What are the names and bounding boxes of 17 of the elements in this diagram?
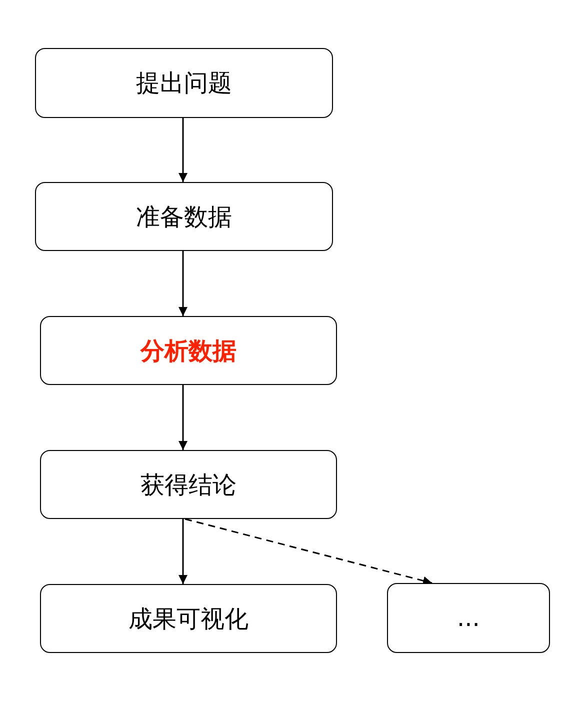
arrow (178, 385, 188, 450)
process-box (35, 48, 333, 118)
process-box (387, 583, 550, 653)
process-box (40, 450, 337, 519)
arrow (184, 518, 432, 586)
box-label: 获得结论 (140, 470, 236, 500)
box-label: 成果可视化 (128, 604, 248, 634)
process-box (40, 316, 337, 385)
arrow (178, 519, 188, 584)
arrow (178, 118, 188, 182)
process-box (40, 584, 337, 653)
box-label: 分析数据 (140, 336, 236, 366)
box-label: 准备数据 (136, 202, 232, 232)
box-label: 提出问题 (136, 68, 232, 99)
arrow (178, 251, 188, 316)
box-label: ... (457, 604, 480, 632)
process-box (35, 182, 333, 251)
